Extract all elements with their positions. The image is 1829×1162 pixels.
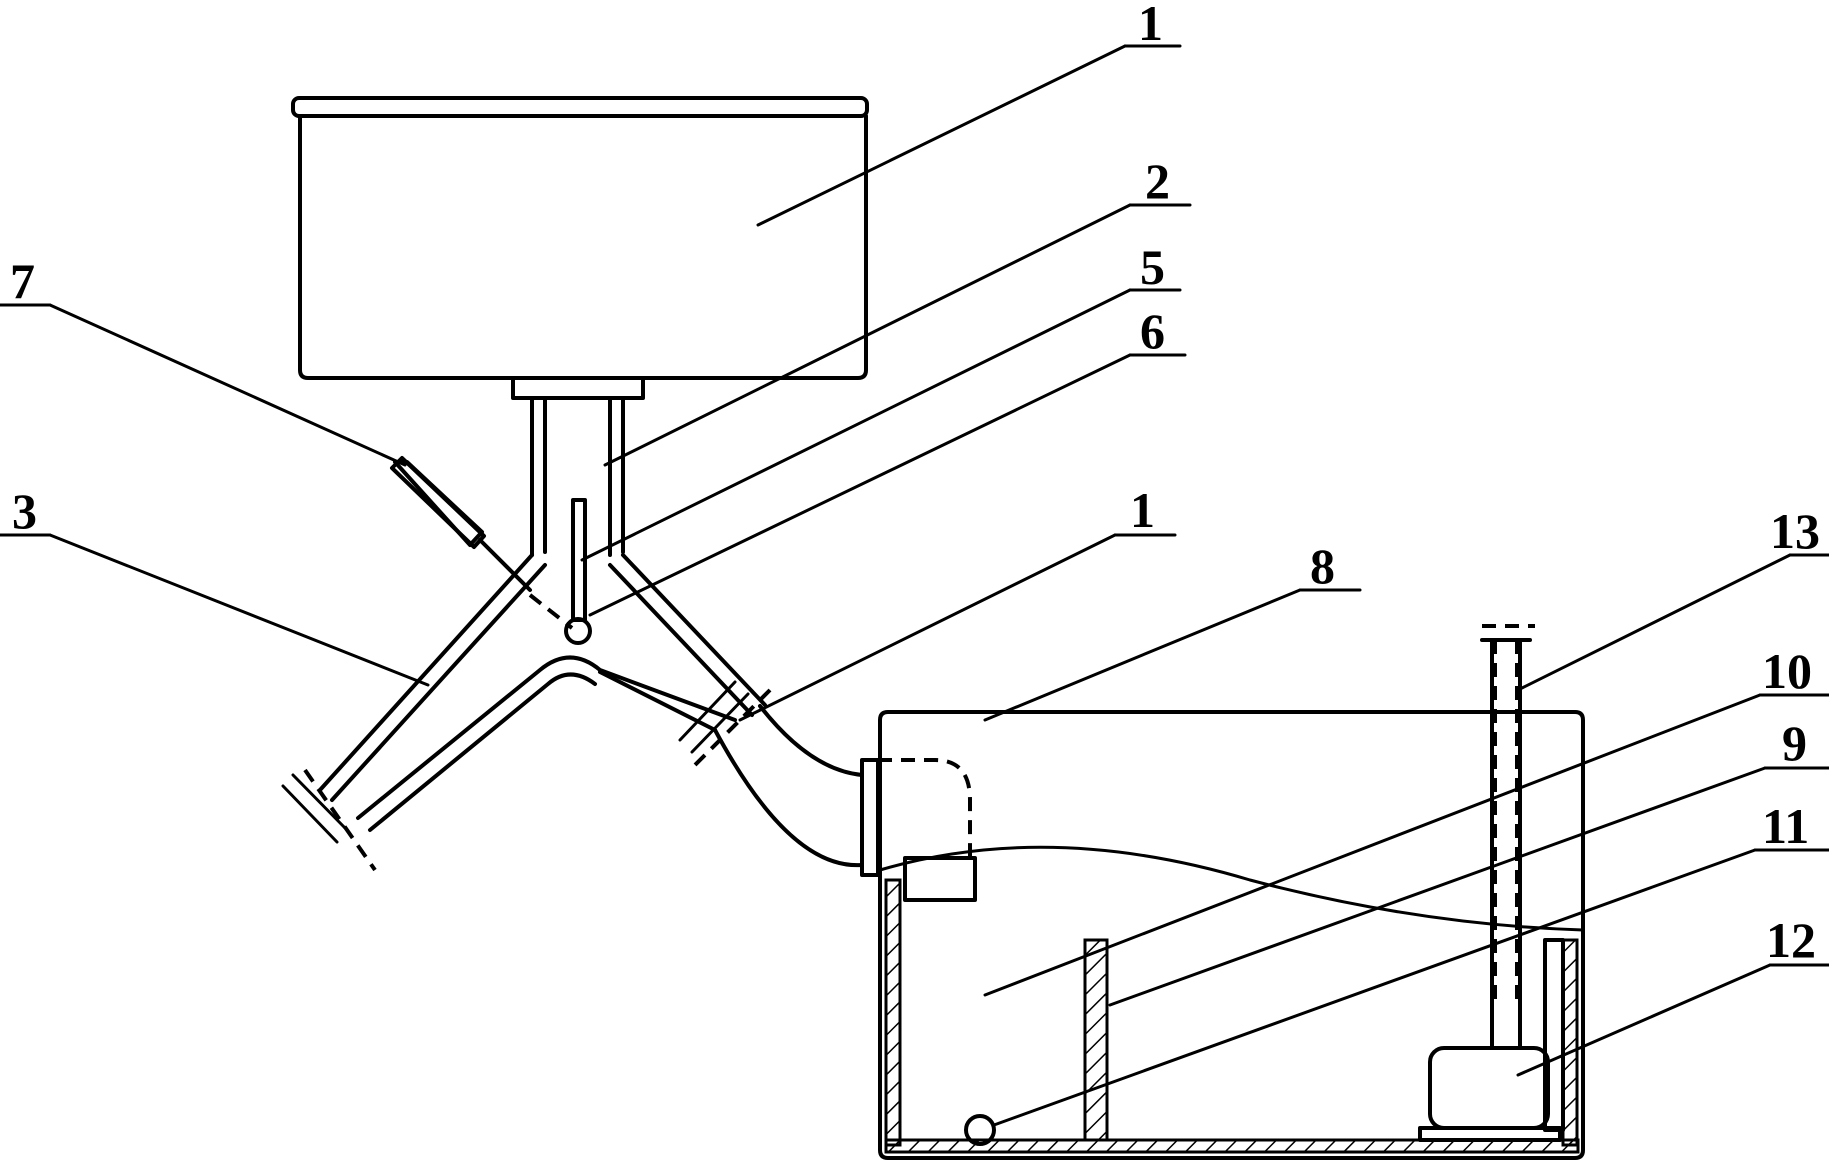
upper-tank xyxy=(291,96,869,400)
label-1-mid: 1 xyxy=(1130,482,1155,538)
label-11: 11 xyxy=(1762,798,1809,854)
label-6: 6 xyxy=(1140,303,1165,359)
label-1-top: 1 xyxy=(1138,0,1163,51)
label-13: 13 xyxy=(1770,503,1820,559)
ball-valve xyxy=(564,617,592,645)
float-ball xyxy=(964,1114,996,1146)
label-12: 12 xyxy=(1766,912,1816,968)
label-10: 10 xyxy=(1762,643,1812,699)
y-pipe xyxy=(281,396,864,872)
label-2: 2 xyxy=(1145,153,1170,209)
label-8: 8 xyxy=(1310,538,1335,594)
label-9: 9 xyxy=(1782,715,1807,771)
lower-tank xyxy=(860,624,1585,1160)
part-labels: 1 2 5 6 7 3 1 8 13 10 9 11 12 xyxy=(10,0,1820,968)
label-7: 7 xyxy=(10,253,35,309)
leader-lines xyxy=(0,44,1829,1127)
handle xyxy=(390,456,532,592)
label-5: 5 xyxy=(1140,239,1165,295)
label-3: 3 xyxy=(12,483,37,539)
